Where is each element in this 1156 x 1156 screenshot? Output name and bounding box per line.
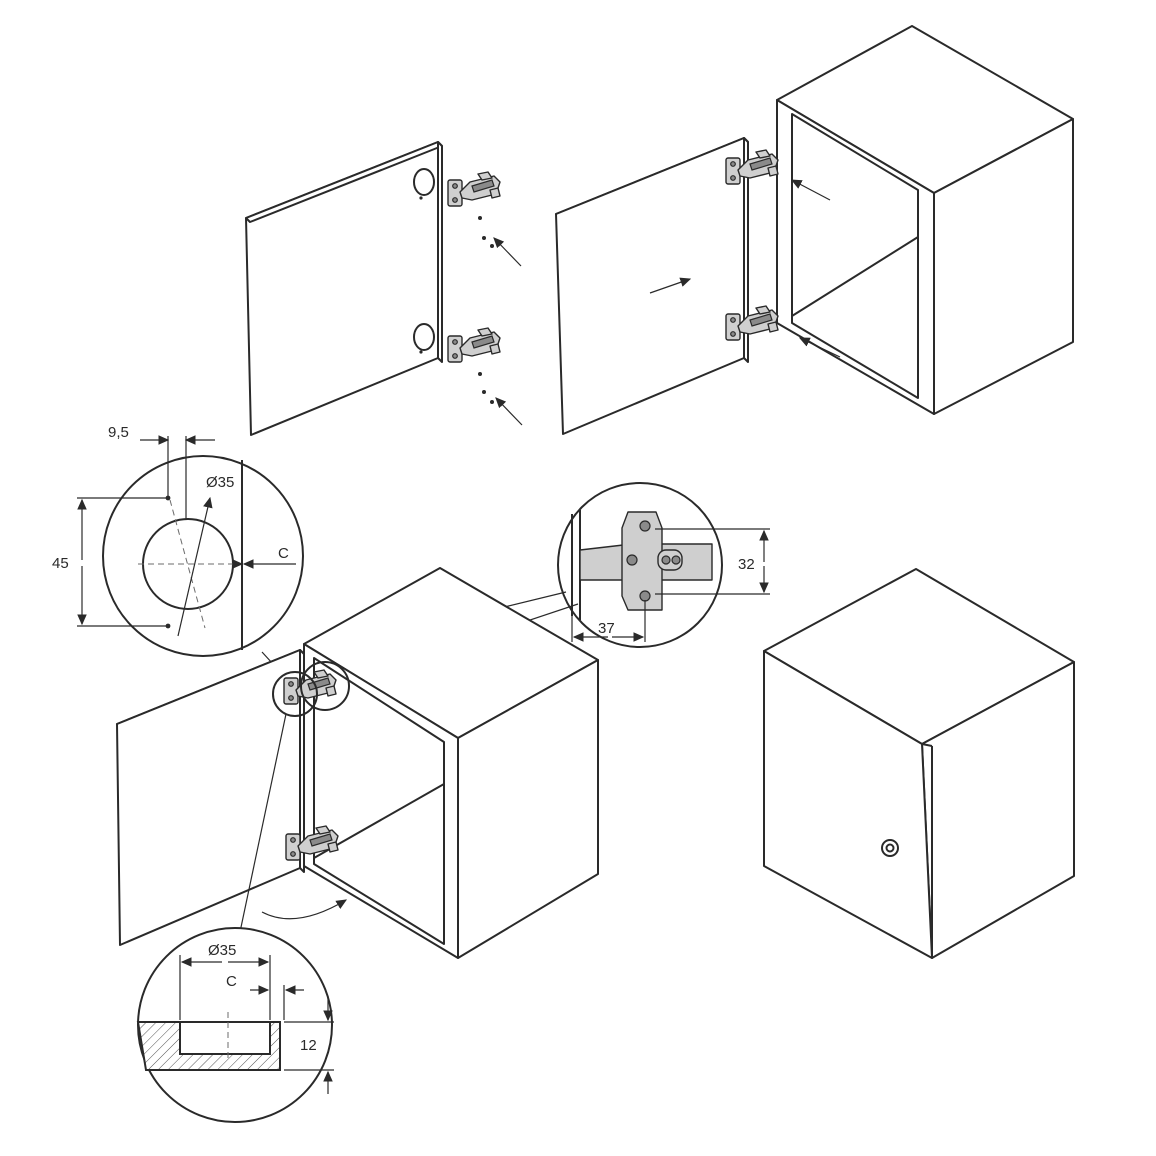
cabinet-top-right	[776, 25, 1074, 415]
dim-distance-c-bottom: C	[226, 973, 237, 990]
dim-offset-9-5: 9,5	[108, 424, 129, 441]
door-panel-approaching	[555, 137, 749, 435]
dim-diameter-35-top: Ø35	[206, 474, 234, 491]
dim-depth-12: 12	[300, 1037, 317, 1054]
arrow-insert-lower	[495, 397, 523, 426]
cup-hole-upper	[413, 168, 435, 196]
arrow-attach-upper	[790, 179, 831, 201]
detail-marker-hinge-plate	[300, 661, 350, 711]
detail-circle-hinge-plate	[557, 482, 770, 648]
arrow-push-door	[649, 277, 692, 294]
leader-section	[239, 713, 287, 933]
loose-hinge-upper	[447, 171, 501, 207]
cabinet-open-door	[303, 567, 599, 959]
dim-diameter-35-bottom: Ø35	[208, 942, 236, 959]
door-knob	[881, 839, 899, 857]
cabinet-closed	[763, 568, 1075, 959]
arrow-close-door	[261, 899, 348, 920]
door-open	[116, 649, 305, 946]
detail-circle-section	[136, 927, 334, 1123]
dim-distance-45: 45	[52, 555, 69, 572]
cup-hole-lower	[413, 323, 435, 351]
door-panel-drilled	[245, 141, 443, 436]
arrow-insert-upper	[493, 237, 522, 267]
dim-distance-c-top: C	[278, 545, 289, 562]
arrow-attach-lower	[798, 337, 841, 358]
dim-distance-32: 32	[738, 556, 755, 573]
detail-marker-drilling	[272, 671, 318, 717]
detail-circle-drilling	[77, 435, 304, 657]
screw-dots-top	[478, 216, 494, 404]
dim-distance-37: 37	[598, 620, 615, 637]
loose-hinge-lower	[447, 327, 501, 363]
